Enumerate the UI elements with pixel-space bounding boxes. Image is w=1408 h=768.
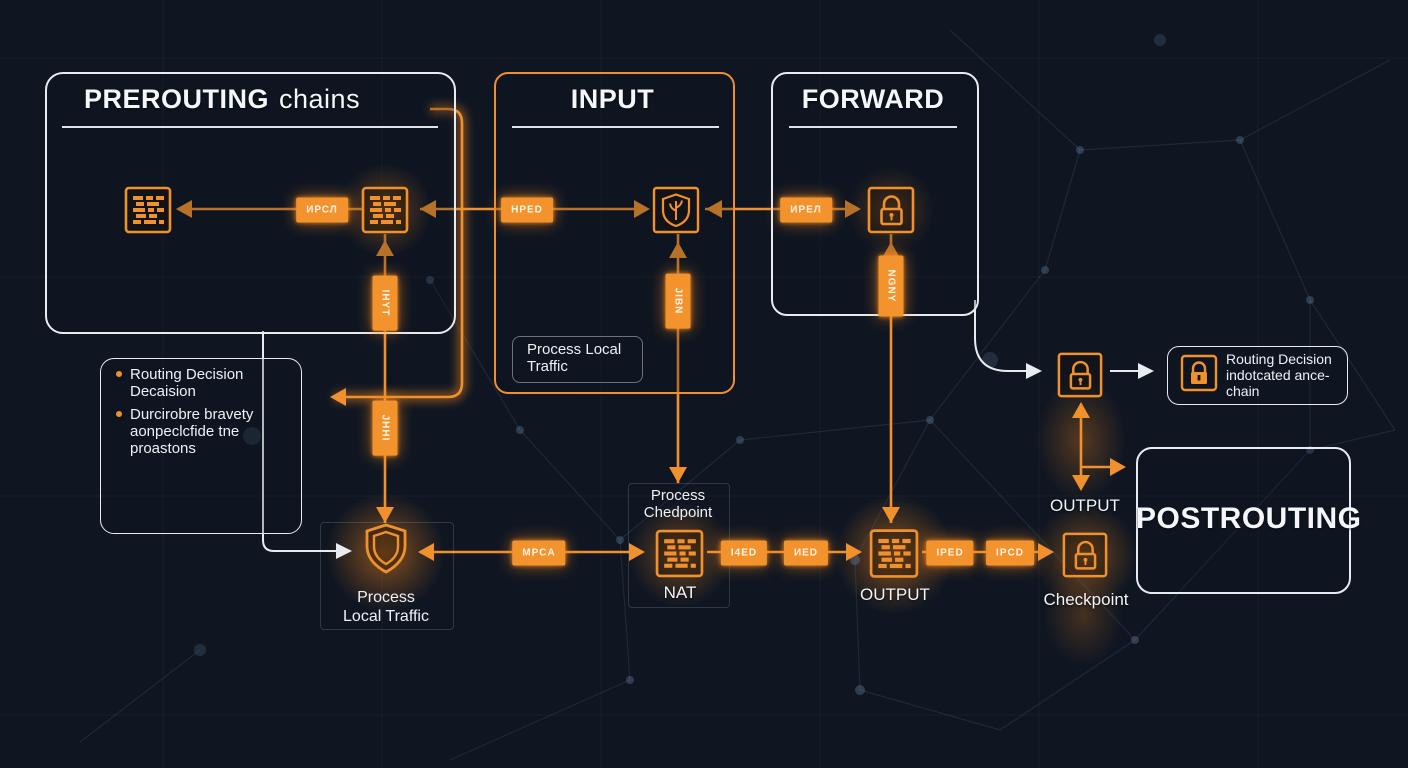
routing-indicated-text: Routing Decision indotcated ance- chain bbox=[1226, 351, 1344, 399]
postrouting-box bbox=[1136, 447, 1351, 594]
bullet-1 bbox=[116, 371, 122, 377]
plt-bottom-line1: Process bbox=[357, 589, 415, 606]
process-local-traffic-input-text: Process Local Traffic bbox=[527, 341, 637, 375]
note2-line2: aonpeclcfide tne bbox=[130, 423, 240, 440]
plt-bottom-line2: Local Traffic bbox=[343, 608, 429, 625]
nat-label: NAT bbox=[663, 583, 697, 602]
input-underline bbox=[512, 126, 719, 128]
line-prerouting-to-shield bbox=[262, 331, 340, 552]
lock-icon-checkpoint bbox=[1062, 530, 1108, 580]
process-checkpoint-line1: Process bbox=[650, 487, 706, 504]
checkpoint-label: Checkpoint bbox=[1043, 590, 1129, 609]
note1-line1: Routing Decision bbox=[130, 366, 244, 383]
badge-nat-output-2: ИED bbox=[783, 540, 829, 566]
line-feedback-loop bbox=[334, 107, 464, 399]
routing-decision-note-box bbox=[100, 358, 302, 534]
badge-input-forward: ИРЕЛ bbox=[780, 197, 832, 223]
input-title: INPUT bbox=[570, 84, 655, 114]
shield-icon-local-traffic bbox=[363, 522, 409, 576]
lock-icon-forward bbox=[867, 186, 915, 234]
badge-shield-nat: MPCA bbox=[512, 540, 566, 566]
note2-line3: proastons bbox=[130, 440, 196, 457]
badge-vertical-prerouting-2: JHHI bbox=[372, 400, 398, 456]
badge-nat-output-1: I4ED bbox=[720, 540, 768, 566]
routing-indicated-line3: chain bbox=[1226, 383, 1260, 399]
lock-icon-output-top bbox=[1057, 352, 1103, 398]
routing-decision-note-2: Durcirobre bravety aonpeclcfide tne proa… bbox=[130, 406, 288, 457]
bullet-2 bbox=[116, 411, 122, 417]
routing-indicated-line2: indotcated ance- bbox=[1226, 367, 1330, 383]
lock-filled-icon bbox=[1180, 354, 1218, 392]
firewall-icon-output bbox=[869, 527, 919, 580]
badge-prerouting-inner: ИРСЛ bbox=[296, 197, 348, 223]
prerouting-title-sub: chains bbox=[279, 84, 361, 114]
firewall-icon-nat bbox=[655, 527, 704, 580]
white-connectors bbox=[262, 300, 1140, 552]
routing-decision-note-1: Routing Decision Decaision bbox=[130, 366, 288, 400]
forward-title: FORWARD bbox=[801, 84, 945, 114]
plt-input-line1: Process Local bbox=[527, 341, 622, 358]
badge-vertical-forward: NGNY bbox=[878, 255, 904, 317]
shield-leaf-icon-input bbox=[652, 186, 700, 234]
note1-line2: Decaision bbox=[130, 383, 196, 400]
badge-prerouting-input: HPED bbox=[501, 197, 553, 223]
badge-output-checkpoint-2: IPCD bbox=[986, 540, 1034, 566]
badge-vertical-prerouting-1: IHYT bbox=[372, 275, 398, 331]
badge-vertical-input: JIBN bbox=[665, 273, 691, 329]
process-local-traffic-input-box bbox=[512, 336, 643, 383]
process-local-bottom-text: Process Local Traffic bbox=[310, 588, 462, 626]
output-bottom-label: OUTPUT bbox=[860, 585, 930, 604]
prerouting-underline bbox=[62, 126, 438, 128]
line-forward-to-lock bbox=[974, 300, 1030, 372]
prerouting-title-main: PREROUTING bbox=[84, 84, 270, 114]
output-top-label: OUTPUT bbox=[1050, 496, 1120, 515]
postrouting-title: POSTROUTING bbox=[1136, 502, 1362, 535]
firewall-icon-prerouting-right bbox=[361, 186, 409, 234]
note2-line1: Durcirobre bravety bbox=[130, 406, 254, 423]
routing-indicated-line1: Routing Decision bbox=[1226, 351, 1332, 367]
plt-input-line2: Traffic bbox=[527, 358, 568, 375]
process-checkpoint-text: Process Chedpoint bbox=[613, 487, 743, 521]
forward-underline bbox=[789, 126, 957, 128]
firewall-icon-prerouting-left bbox=[124, 186, 172, 234]
process-checkpoint-line2: Chedpoint bbox=[643, 504, 713, 521]
prerouting-title: PREROUTING chains bbox=[84, 84, 360, 115]
badge-output-checkpoint-1: IPED bbox=[926, 540, 974, 566]
